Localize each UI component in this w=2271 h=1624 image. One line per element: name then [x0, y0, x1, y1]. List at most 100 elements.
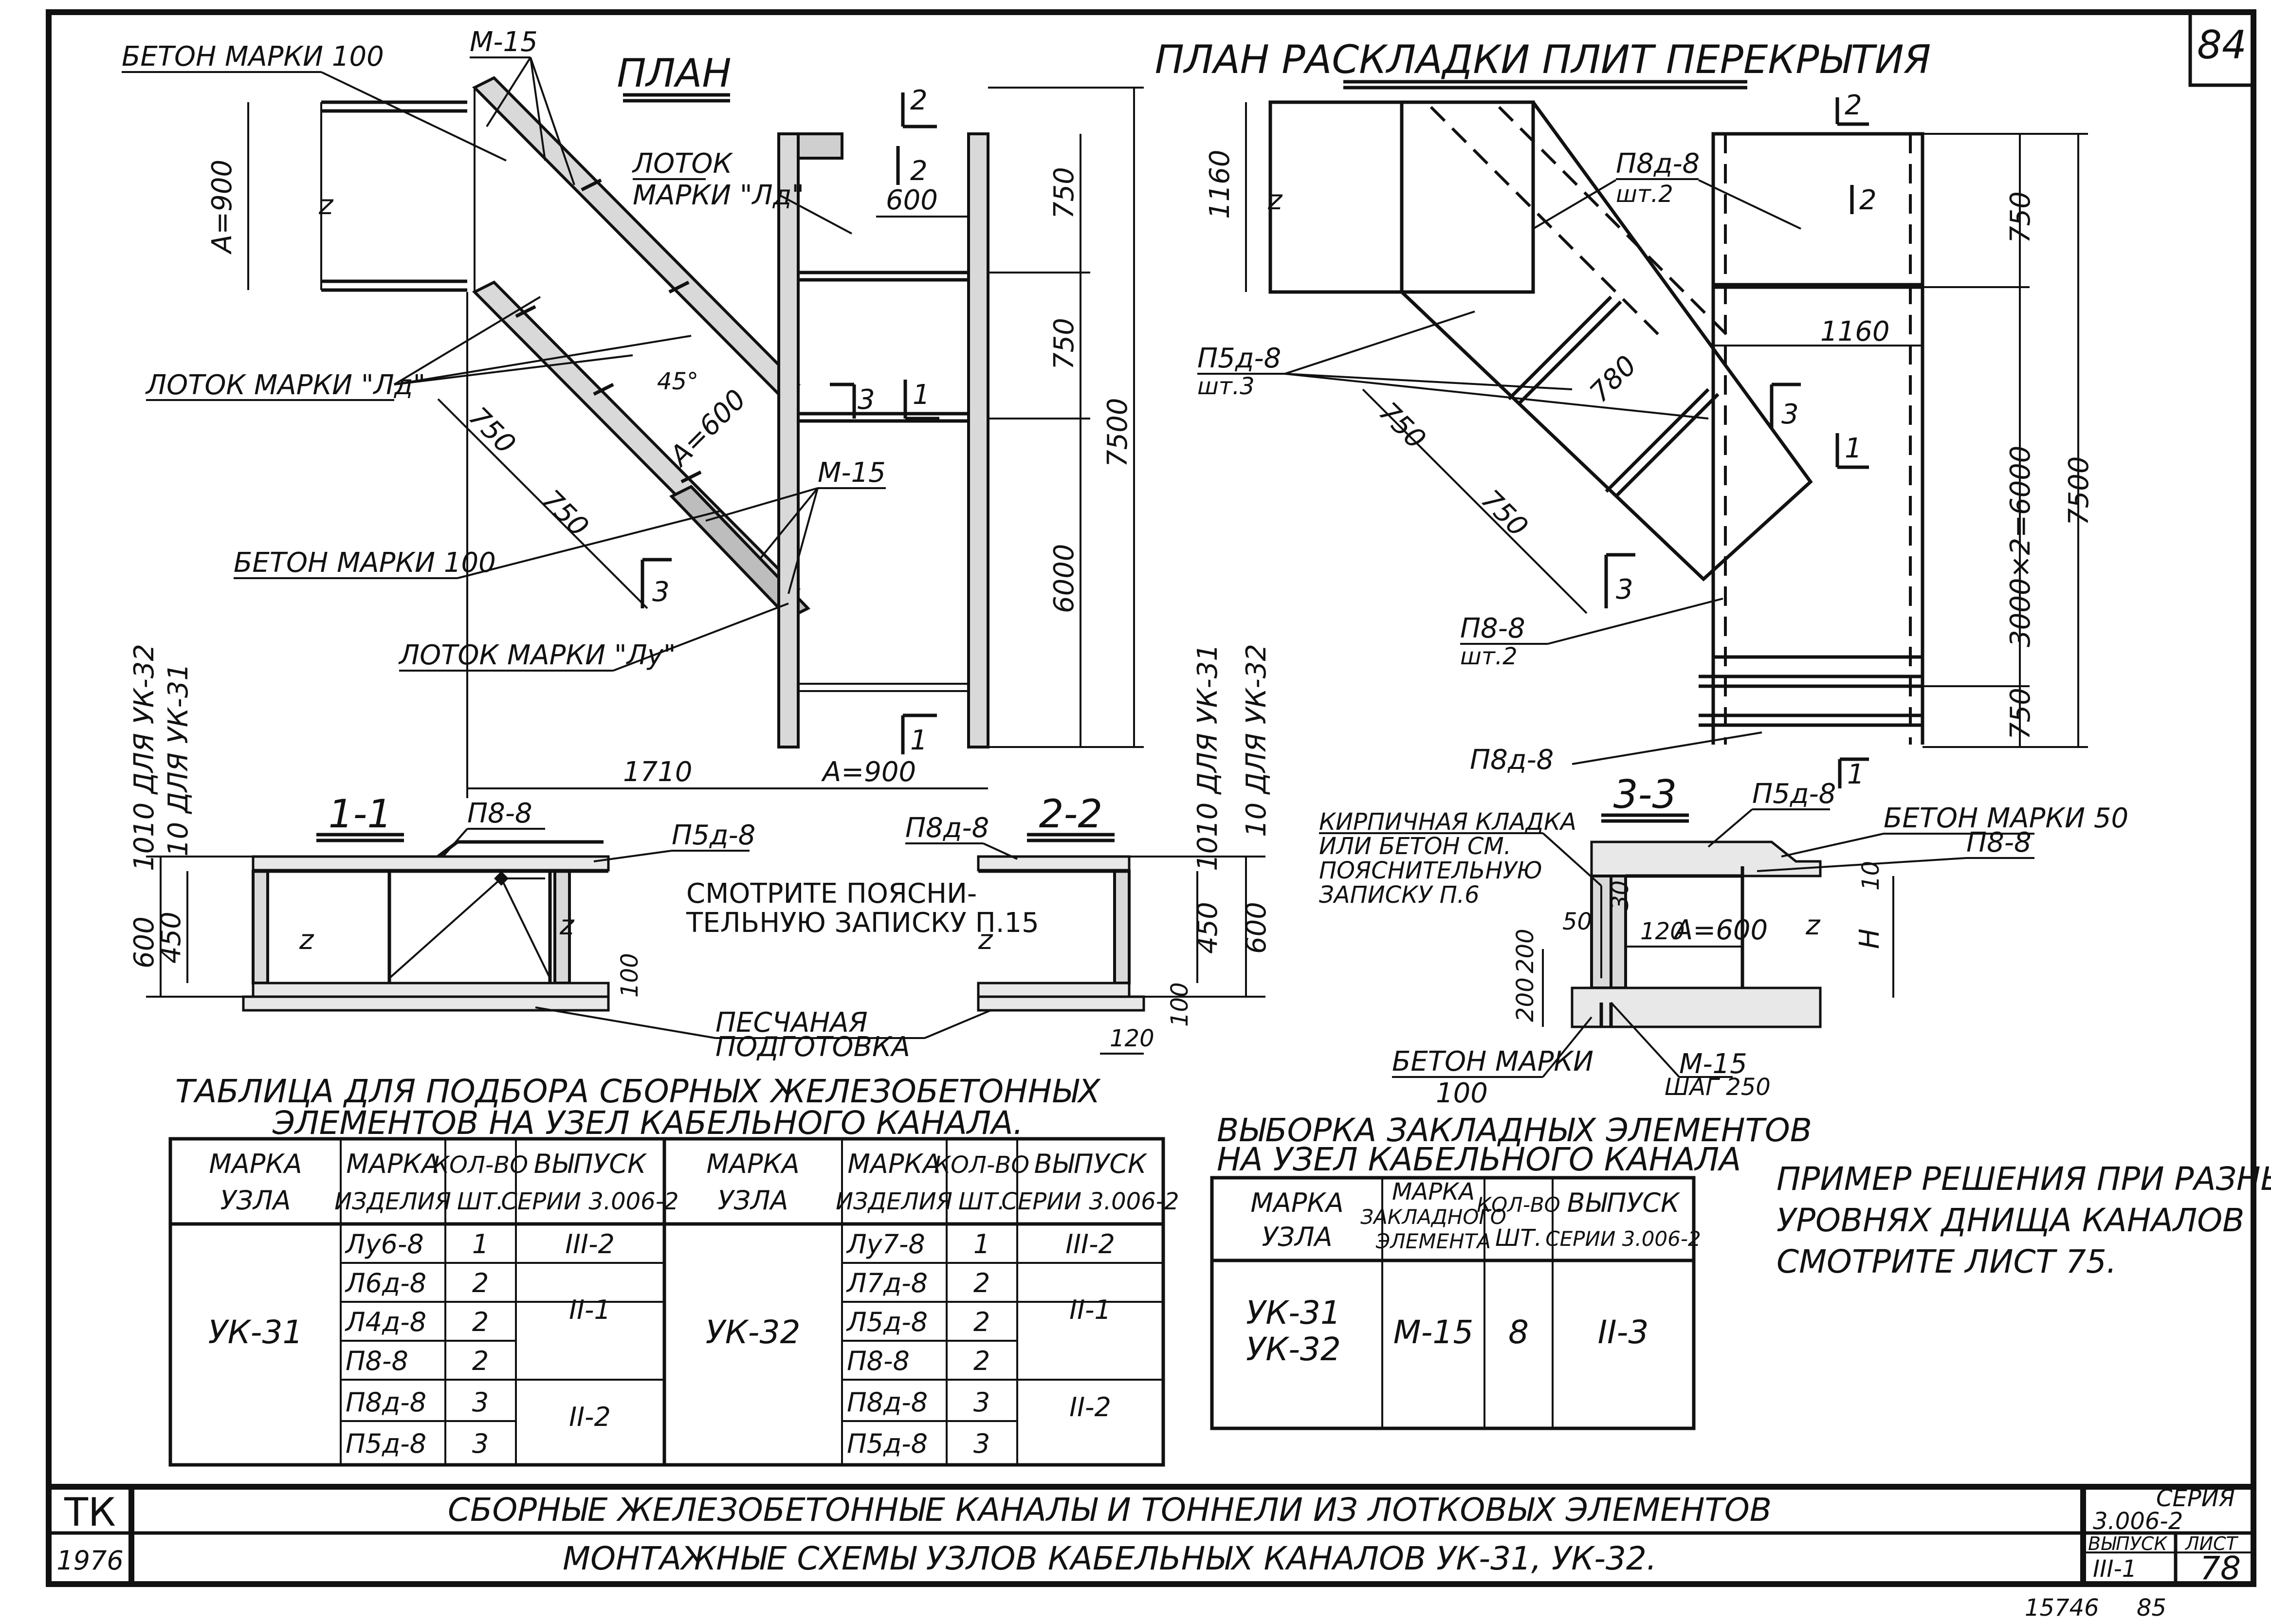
section-1-1: 1-1 z z П8-8 П5д-8 СМОТРИТЕ ПОЯСНИ- ТЕЛЬ…: [128, 644, 1039, 1063]
t2-node-1: УК-31: [1246, 1294, 1341, 1332]
sec33-brick-2: ИЛИ БЕТОН СМ.: [1319, 833, 1511, 860]
t1-h-mark-1r: МАРКА: [706, 1149, 799, 1179]
t1-h-item-2: ИЗДЕЛИЯ: [334, 1188, 451, 1215]
tb-title-1: СБОРНЫЕ ЖЕЛЕЗОБЕТОННЫЕ КАНАЛЫ И ТОННЕЛИ …: [448, 1491, 1772, 1529]
bottom-page: 85: [2137, 1594, 2166, 1622]
dim-750-diag1-slab: 750: [1373, 396, 1432, 456]
slab-section-3: 3: [1781, 399, 1799, 430]
dim-6000: 6000: [1048, 544, 1080, 613]
sec33-m15: М-15: [1679, 1048, 1747, 1080]
svg-text:2: 2: [910, 155, 928, 187]
t1-right-item-3: П8-8: [847, 1346, 910, 1376]
sec11-dim-100: 100: [616, 953, 643, 998]
t1-h-rel-2: СЕРИИ 3.006-2: [501, 1188, 678, 1215]
t1-right-rel-1: II-1: [1069, 1295, 1111, 1325]
label-p5d8-qty: шт.3: [1197, 373, 1255, 400]
sec11-note-1: СМОТРИТЕ ПОЯСНИ-: [686, 878, 977, 910]
sec33-p5d8: П5д-8: [1752, 778, 1836, 810]
sec33-dim-10: 10: [1857, 861, 1885, 891]
plan-drawing: ПЛАН z БЕТОН МАРКИ 100 М-15: [122, 26, 1144, 798]
t1-h-rel-1: ВЫПУСК: [534, 1149, 647, 1179]
sec11-p5d8: П5д-8: [672, 820, 755, 851]
slab-section-3b: 3: [1616, 574, 1633, 605]
t1-h-qty-1r: КОЛ-ВО: [934, 1151, 1029, 1179]
dim-a900-bottom: А=900: [821, 756, 916, 788]
tb-sheet-label: ЛИСТ: [2184, 1533, 2239, 1554]
slab-section-1b: 1: [1847, 759, 1865, 790]
label-p8d8-top-qty: шт.2: [1616, 181, 1673, 208]
sec22-title: 2-2: [1039, 791, 1103, 837]
t1-left-item-0: Лу6-8: [345, 1229, 424, 1259]
t2-h-rel-2: СЕРИИ 3.006-2: [1545, 1227, 1701, 1251]
svg-text:z: z: [1267, 184, 1283, 216]
t2-element: М-15: [1393, 1314, 1474, 1351]
slab-diagonal: [1400, 100, 1813, 582]
sec33-title: 3-3: [1613, 772, 1677, 817]
t1-h-mark-2r: УЗЛА: [717, 1185, 788, 1216]
sec33-brick-1: КИРПИЧНАЯ КЛАДКА: [1319, 808, 1576, 836]
note-line-2: УРОВНЯХ ДНИЩА КАНАЛОВ: [1777, 1202, 2244, 1239]
sec33-p88: П8-8: [1966, 827, 2032, 858]
dim-7500: 7500: [1102, 398, 1134, 467]
t2-h-qty-2: ШТ.: [1495, 1224, 1542, 1252]
dim-750-diag2-slab: 750: [1475, 484, 1534, 543]
t1-right-qty-0: 1: [973, 1229, 990, 1259]
sec11-sand-1: ПЕСЧАНАЯ: [715, 1007, 868, 1039]
t1-left-item-2: Л4д-8: [345, 1307, 426, 1337]
note-line-1: ПРИМЕР РЕШЕНИЯ ПРИ РАЗНЫХ: [1777, 1160, 2271, 1198]
table-embedded: ВЫБОРКА ЗАКЛАДНЫХ ЭЛЕМЕНТОВ НА УЗЕЛ КАБЕ…: [1210, 1112, 1812, 1430]
t1-right-qty-5: 3: [973, 1428, 990, 1459]
t1-left-node: УК-31: [208, 1314, 303, 1351]
tb-series-value: 3.006-2: [2093, 1508, 2183, 1535]
sec33-dim-200a: 200: [1512, 977, 1539, 1022]
sec22-dim-600: 600: [1241, 902, 1272, 954]
table-elements: ТАБЛИЦА ДЛЯ ПОДБОРА СБОРНЫХ ЖЕЛЕЗОБЕТОНН…: [168, 1073, 1179, 1467]
t1-right-qty-2: 2: [973, 1307, 990, 1337]
label-lotok-ld-2: МАРКИ "Лд": [633, 180, 804, 211]
channel-wall-left: [777, 132, 800, 748]
t2-qty: 8: [1508, 1314, 1529, 1351]
t1-left-qty-0: 1: [472, 1229, 489, 1259]
plan-section-1b: 1: [910, 725, 928, 756]
tb-year: 1976: [56, 1545, 123, 1576]
t1-left-item-1: Л6д-8: [345, 1268, 426, 1298]
dim-3000x2: 3000×2=6000: [2005, 445, 2036, 647]
sec33-brick-3: ПОЯСНИТЕЛЬНУЮ: [1319, 857, 1542, 884]
dim-750-a: 750: [1048, 167, 1080, 219]
sec11-dim-450: 450: [155, 912, 187, 964]
t1-left-qty-1: 2: [472, 1268, 489, 1298]
t2-h-node-2: УЗЛА: [1262, 1222, 1332, 1252]
dim-7500-slab: 7500: [2063, 456, 2095, 526]
t1-right-node: УК-32: [706, 1314, 801, 1351]
sec33-a600: А=600: [1673, 914, 1768, 946]
sec22-uk31: 10 ДЛЯ УК-31: [1192, 644, 1224, 837]
t1-h-item-2r: ИЗДЕЛИЯ: [836, 1188, 952, 1215]
t1-right-item-0: Лу7-8: [846, 1229, 925, 1259]
sec33-beton50: БЕТОН МАРКИ 50: [1884, 803, 2128, 834]
sec11-title: 1-1: [329, 791, 392, 837]
section-2-2: 2-2 z П8д-8 100 120 450 600 10 10 ДЛЯ УК…: [905, 644, 1272, 1055]
sec22-dim-10: 10: [1192, 837, 1224, 871]
label-p8d8-top: П8д-8: [1616, 148, 1700, 180]
slab-plan-title: ПЛАН РАСКЛАДКИ ПЛИТ ПЕРЕКРЫТИЯ: [1155, 37, 1931, 82]
sec33-beton100-1: БЕТОН МАРКИ: [1392, 1046, 1593, 1077]
label-beton-100-mid: БЕТОН МАРКИ 100: [234, 547, 496, 579]
slab-column-main: [1711, 285, 1924, 659]
t1-right-item-4: П8д-8: [847, 1387, 928, 1418]
t2-h-qty-1: КОЛ-ВО: [1477, 1193, 1560, 1217]
t1-right-qty-1: 2: [973, 1268, 990, 1298]
plan-section-3: 3: [858, 384, 875, 416]
tb-org: ТК: [64, 1490, 116, 1535]
sec22-dim-100: 100: [1166, 982, 1193, 1027]
section-3-3: 3-3 z П5д-8 КИРПИЧНАЯ КЛАДКА ИЛИ БЕТОН С…: [1319, 772, 2128, 1109]
label-m15-mid: М-15: [818, 457, 886, 489]
svg-text:z: z: [978, 924, 993, 956]
sheet-number-box: [2188, 10, 2255, 87]
t1-right-item-1: Л7д-8: [846, 1268, 928, 1298]
slab-section-1: 1: [1845, 433, 1862, 464]
title-block: ТК 1976 СБОРНЫЕ ЖЕЛЕЗОБЕТОННЫЕ КАНАЛЫ И …: [49, 1484, 2253, 1587]
t1-right-item-5: П5д-8: [847, 1428, 928, 1459]
dim-750-bottom-slab: 750: [2005, 688, 2036, 740]
tb-issue-value: III-1: [2093, 1555, 2137, 1583]
